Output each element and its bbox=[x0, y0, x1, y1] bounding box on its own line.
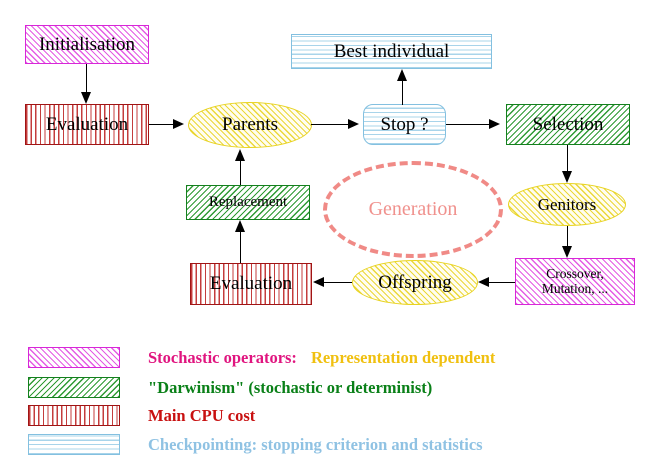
edge-genitors-to-crossover-arrowhead bbox=[562, 246, 572, 258]
node-generation-label: Generation bbox=[368, 198, 458, 220]
node-parents-label: Parents bbox=[222, 114, 278, 136]
node-crossover-mutation[interactable]: Crossover, Mutation, ... bbox=[515, 258, 635, 305]
node-genitors[interactable]: Genitors bbox=[508, 183, 626, 226]
node-crossover-label-line2: Mutation, ... bbox=[541, 280, 609, 296]
edge-stop-to-best bbox=[402, 80, 404, 105]
edge-offspring-to-eval-arrowhead bbox=[313, 277, 324, 287]
node-generation: Generation bbox=[323, 161, 503, 258]
legend-swatch-blue-horizontal-hatch-icon bbox=[28, 434, 120, 455]
edge-offspring-to-eval bbox=[324, 282, 352, 284]
node-stop-label: Stop ? bbox=[380, 113, 429, 135]
edge-init-to-eval-arrowhead bbox=[81, 92, 91, 104]
legend-label-darwinism: "Darwinism" (stochastic or determinist) bbox=[148, 377, 433, 397]
legend-swatch-magenta-diagonal-hatch-icon bbox=[28, 347, 120, 368]
legend-row-darwinism: "Darwinism" (stochastic or determinist) bbox=[0, 377, 432, 398]
edge-selection-to-genitors bbox=[567, 145, 569, 173]
node-selection-label: Selection bbox=[532, 113, 604, 135]
node-best-individual[interactable]: Best individual bbox=[291, 34, 492, 69]
node-replacement-label: Replacement bbox=[208, 193, 288, 210]
legend-row-stochastic: Stochastic operators: Representation dep… bbox=[0, 347, 495, 368]
edge-replacement-to-parents bbox=[240, 161, 242, 185]
node-evaluation-bottom[interactable]: Evaluation bbox=[190, 263, 312, 305]
edge-crossover-to-offspring-arrowhead bbox=[478, 277, 489, 287]
node-replacement[interactable]: Replacement bbox=[186, 185, 310, 220]
legend-row-checkpointing: Checkpointing: stopping criterion and st… bbox=[0, 434, 483, 455]
edge-parents-to-stop bbox=[311, 124, 349, 126]
node-initialisation-label: Initialisation bbox=[38, 33, 136, 55]
node-best-individual-label: Best individual bbox=[333, 40, 450, 62]
node-evaluation-bottom-label: Evaluation bbox=[209, 273, 293, 295]
node-evaluation-top-label: Evaluation bbox=[45, 113, 129, 135]
node-genitors-label: Genitors bbox=[537, 194, 597, 214]
edge-parents-to-stop-arrowhead bbox=[348, 119, 359, 129]
legend-swatch-green-diagonal-hatch-icon bbox=[28, 377, 120, 398]
node-offspring[interactable]: Offspring bbox=[352, 260, 478, 305]
edge-eval-to-replacement-arrowhead bbox=[235, 220, 245, 232]
edge-eval-to-parents-arrowhead bbox=[173, 119, 184, 129]
legend-label-cpu-cost: Main CPU cost bbox=[148, 405, 256, 425]
edge-stop-to-selection-arrowhead bbox=[489, 119, 500, 129]
legend-label-checkpointing: Checkpointing: stopping criterion and st… bbox=[148, 434, 483, 454]
edge-stop-to-best-arrowhead bbox=[397, 69, 407, 81]
node-evaluation-top[interactable]: Evaluation bbox=[25, 104, 149, 145]
node-crossover-label-line1: Crossover, bbox=[546, 266, 604, 282]
legend-swatch-red-vertical-hatch-icon bbox=[28, 405, 120, 426]
legend-label-representation-dependent: Representation dependent bbox=[310, 347, 496, 367]
edge-selection-to-genitors-arrowhead bbox=[562, 171, 572, 183]
edge-crossover-to-offspring bbox=[489, 282, 515, 284]
edge-replacement-to-parents-arrowhead bbox=[235, 149, 245, 161]
node-initialisation[interactable]: Initialisation bbox=[25, 25, 149, 64]
node-stop[interactable]: Stop ? bbox=[363, 104, 446, 145]
node-offspring-label: Offspring bbox=[378, 271, 452, 293]
edge-stop-to-selection bbox=[446, 124, 490, 126]
edge-eval-to-parents bbox=[149, 124, 175, 126]
legend-row-cpu-cost: Main CPU cost bbox=[0, 405, 255, 426]
node-parents[interactable]: Parents bbox=[188, 102, 312, 148]
node-selection[interactable]: Selection bbox=[506, 104, 630, 145]
edge-genitors-to-crossover bbox=[567, 226, 569, 248]
edge-eval-to-replacement bbox=[240, 232, 242, 263]
legend-label-stochastic: Stochastic operators: bbox=[148, 347, 297, 367]
edge-init-to-eval bbox=[86, 64, 88, 94]
